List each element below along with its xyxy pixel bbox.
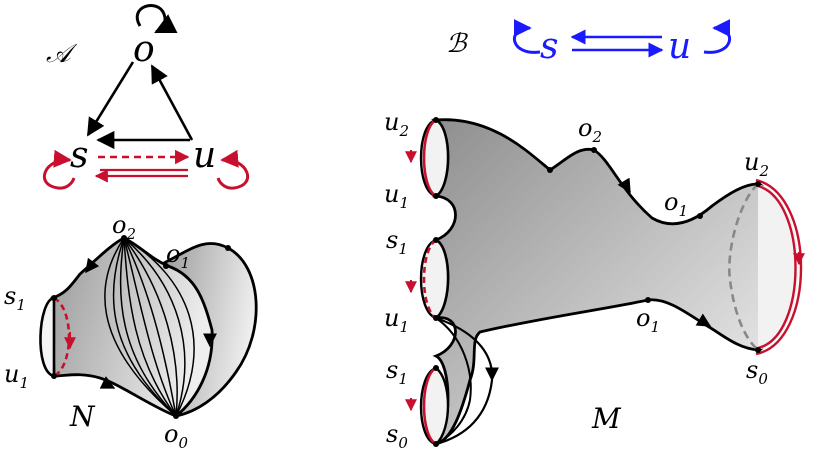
s-self-loop-blue-arrow xyxy=(513,19,541,54)
surface-n-red-boundary xyxy=(53,296,71,378)
label-n-o1: o1 xyxy=(166,240,190,272)
surface-m: u2 u1 s1 u1 s1 s0 o2 o1 o1 u2 s0 M xyxy=(384,108,805,451)
label-m-u2-right: u2 xyxy=(744,148,769,180)
m-flow-line-2 xyxy=(435,317,472,445)
surface-n-points xyxy=(51,235,231,419)
node-u: u xyxy=(193,135,216,176)
s-self-loop-arrow xyxy=(43,149,76,190)
label-n-o2: o2 xyxy=(112,211,136,243)
label-m-u1-mid: u1 xyxy=(384,304,409,336)
node-u-b: u xyxy=(668,26,691,67)
label-m-s1-top: s1 xyxy=(386,226,408,258)
surface-m-red-boundary-top xyxy=(422,118,437,198)
surface-m-name: M xyxy=(591,402,622,435)
label-m-s0-right: s0 xyxy=(746,356,768,388)
o-self-loop-arrow xyxy=(135,4,178,34)
surface-n-left-cap xyxy=(39,296,56,378)
label-m-u2-left: u2 xyxy=(384,108,409,140)
graph-b: ℬ s u xyxy=(446,19,731,67)
node-o: o xyxy=(133,29,155,70)
label-m-o2: o2 xyxy=(578,114,602,146)
m-flow-arrow-3 xyxy=(695,313,712,327)
u-to-o-arrow xyxy=(150,64,194,141)
surface-n-name: N xyxy=(69,400,96,433)
node-s: s xyxy=(70,135,88,176)
m-red-boundary-right-outer xyxy=(755,178,803,356)
label-n-o0: o0 xyxy=(164,420,188,451)
graph-b-title: ℬ xyxy=(446,29,468,59)
m-dashed-back-boundary xyxy=(728,183,759,351)
u-self-loop-arrow xyxy=(216,149,249,190)
graph-a-title: 𝒜 xyxy=(46,39,78,69)
m-flow-arrow-2 xyxy=(617,177,631,194)
surface-m-red-boundary-mid xyxy=(422,238,437,320)
surface-m-body xyxy=(430,118,776,446)
m-right-cap xyxy=(758,184,799,350)
surface-m-points xyxy=(433,117,761,447)
u-self-loop-blue-arrow xyxy=(703,19,731,54)
label-n-u1: u1 xyxy=(4,360,29,392)
label-m-o1-bot: o1 xyxy=(636,304,660,336)
o-to-s-arrow xyxy=(86,61,135,137)
flow-arrow-n-3 xyxy=(99,376,116,389)
label-n-s1: s1 xyxy=(4,282,26,314)
flow-arrow-n-1 xyxy=(85,257,100,274)
node-s-b: s xyxy=(540,26,558,67)
label-m-u1-top: u1 xyxy=(384,180,409,212)
label-m-s1-bot: s1 xyxy=(386,356,408,388)
label-m-s0-left: s0 xyxy=(386,420,408,451)
flow-lines-n xyxy=(104,237,195,417)
surface-m-red-boundary-bot xyxy=(422,366,437,446)
graph-a: 𝒜 o s u xyxy=(43,4,249,190)
surface-n: o2 o1 s1 u1 o0 N xyxy=(4,211,258,451)
label-m-o1-top: o1 xyxy=(664,188,688,220)
m-red-boundary-right-inner xyxy=(757,184,797,350)
